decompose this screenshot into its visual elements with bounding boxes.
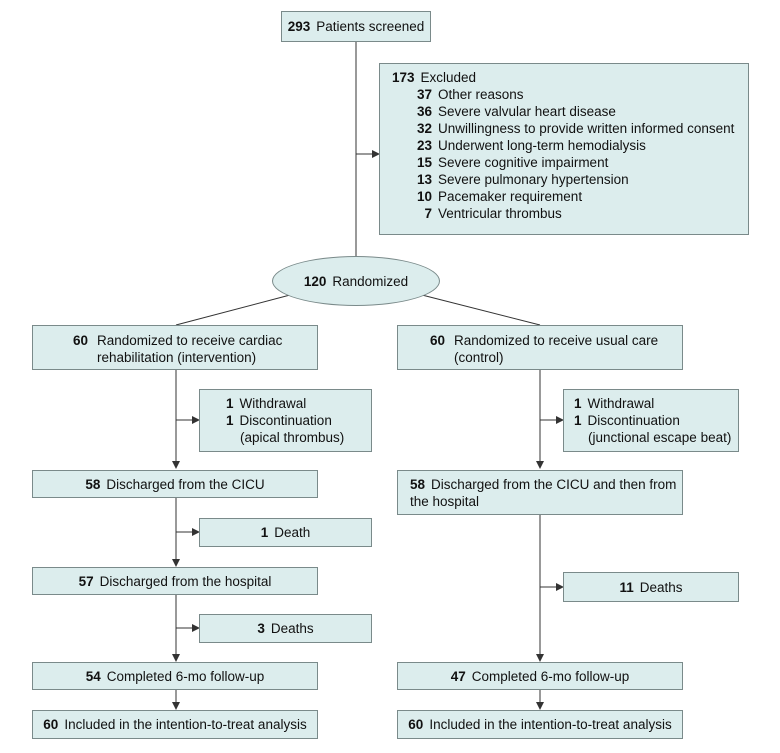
screened-count: 293 xyxy=(287,19,311,34)
control-label-line1: Randomized to receive usual care xyxy=(454,333,659,348)
control-count: 60 xyxy=(430,333,446,348)
discontinuation-detail: (junctional escape beat) xyxy=(588,430,732,445)
control-label-line2: (control) xyxy=(454,350,504,365)
control-discharged-line2: the hospital xyxy=(410,494,480,509)
connector-split-right xyxy=(421,294,541,326)
excluded-label: Excluded xyxy=(420,70,477,85)
randomized-count: 120 xyxy=(303,273,327,289)
intervention-count: 60 xyxy=(73,333,89,348)
excluded-header: 173 Excluded xyxy=(392,69,748,86)
screened-label: Patients screened xyxy=(316,19,425,34)
randomized-label: Randomized xyxy=(332,273,409,289)
intervention-label-line2: rehabilitation (intervention) xyxy=(97,350,257,365)
control-group-box: 60 Randomized to receive usual care (con… xyxy=(397,325,683,370)
connector-split-left xyxy=(175,294,291,326)
excluded-count: 173 xyxy=(392,70,415,85)
randomized-ellipse: 120 Randomized xyxy=(272,256,440,306)
discontinuation-detail: (apical thrombus) xyxy=(240,430,345,445)
intervention-group-box: 60 Randomized to receive cardiac rehabil… xyxy=(32,325,318,370)
intervention-label-line1: Randomized to receive cardiac xyxy=(97,333,283,348)
screened-box: 293 Patients screened xyxy=(281,11,431,42)
